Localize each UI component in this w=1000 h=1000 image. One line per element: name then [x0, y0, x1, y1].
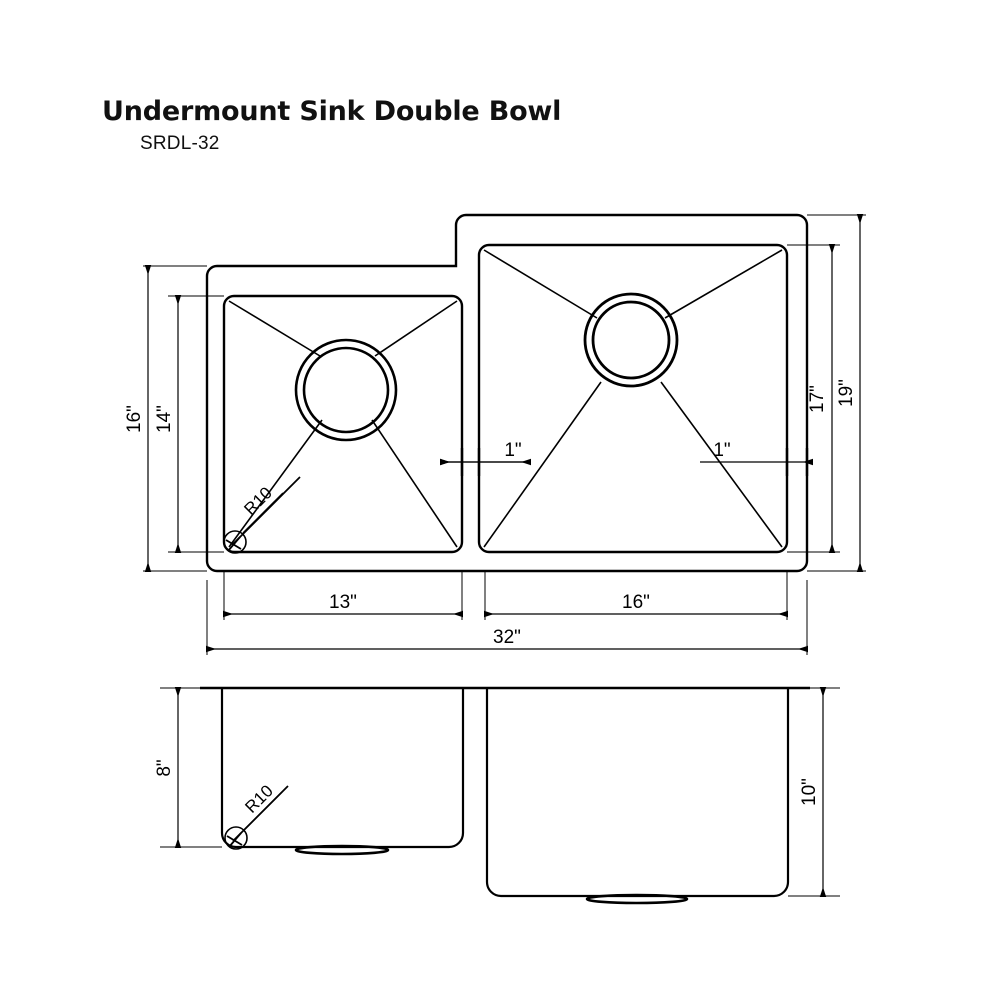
dim-bottom-13: 13" [223, 571, 463, 620]
model-number: SRDL-32 [140, 133, 220, 155]
dim-label-19-outer: 19" [836, 379, 857, 407]
dim-label-16-width: 16" [622, 592, 650, 613]
right-drain-outer-ring [583, 292, 679, 388]
plan-view: R10 16" 14" 17" [124, 213, 866, 655]
elevation-view: R10 8" 10" [154, 686, 840, 905]
left-drain-outer-ring [294, 338, 398, 442]
dim-label-16-outer: 16" [124, 405, 145, 433]
right-bowl-inner-outline [477, 243, 789, 554]
dim-left-inner-14: 14" [154, 295, 224, 553]
left-bowl-inner-outline [222, 294, 464, 554]
plan-radius-callout: R10 [223, 476, 301, 554]
dim-bottom-16: 16" [484, 571, 788, 620]
dim-right-outer-19: 19" [807, 214, 866, 572]
elevation-left-bowl [220, 688, 465, 849]
dim-label-14-inner: 14" [154, 405, 175, 433]
left-bowl-slope-lines [228, 300, 458, 548]
right-bowl-slope-lines [483, 249, 783, 548]
sink-outer-rim-outline [205, 213, 809, 573]
dim-label-1in-left: 1" [504, 440, 521, 461]
elevation-right-drain [585, 893, 689, 905]
dim-label-13: 13" [329, 592, 357, 613]
dim-elevation-10: 10" [788, 687, 840, 897]
right-drain-inner-ring [591, 300, 671, 380]
dim-rim-right-1in: 1" [700, 440, 813, 476]
dim-elevation-8: 8" [154, 687, 222, 848]
dim-rim-left-1in: 1" [440, 440, 531, 476]
dim-label-32: 32" [493, 627, 521, 648]
dim-label-1in-right: 1" [713, 440, 730, 461]
page-title: Undermount Sink Double Bowl [102, 96, 562, 127]
title-block: Undermount Sink Double Bowl SRDL-32 [102, 96, 802, 155]
left-drain-inner-ring [302, 346, 390, 434]
elevation-radius-callout: R10 [224, 781, 289, 850]
dim-left-outer-16: 16" [124, 265, 207, 572]
left-bowl [222, 294, 464, 554]
dim-label-8: 8" [154, 759, 175, 776]
plan-radius-label: R10 [240, 483, 275, 518]
elevation-right-bowl [485, 688, 790, 898]
dim-label-17-inner: 17" [807, 385, 828, 413]
dim-right-inner-17: 17" [787, 244, 840, 553]
elevation-radius-label: R10 [241, 781, 276, 816]
dim-label-10: 10" [799, 778, 820, 806]
dim-bottom-overall-32: 32" [206, 580, 808, 655]
elevation-left-drain [294, 844, 390, 856]
right-bowl [477, 243, 789, 554]
